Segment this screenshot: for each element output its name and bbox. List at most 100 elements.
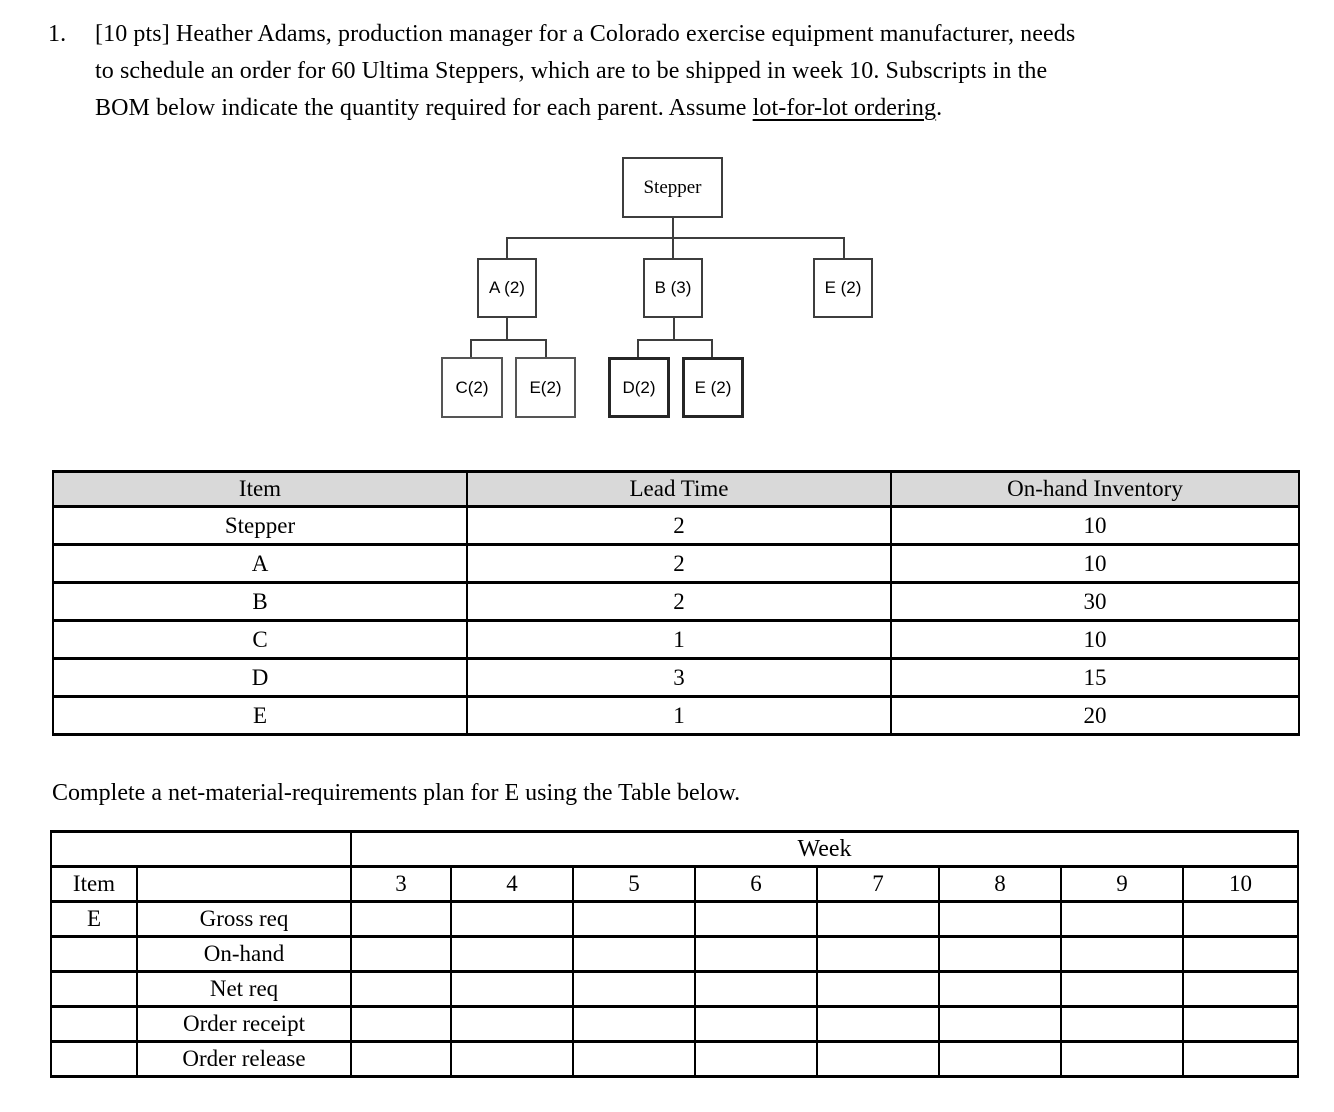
problem-statement: 1.[10 pts] Heather Adams, production man… (48, 16, 1308, 127)
on-hand-cell: 10 (890, 619, 1300, 660)
bom-connector (506, 237, 508, 258)
item-table-row: B 2 30 (52, 581, 1300, 622)
mrp-row-on-hand: On-hand (50, 935, 1300, 973)
on-hand-cell: 10 (890, 543, 1300, 584)
lead-time-cell: 3 (466, 657, 892, 698)
week-number-cell: 6 (694, 865, 818, 903)
bom-node-e-under-b: E (2) (682, 357, 744, 418)
mrp-row-gross-req: E Gross req (50, 900, 1300, 938)
mrp-input-cell (450, 1040, 574, 1078)
mrp-input-cell (694, 970, 818, 1008)
lead-time-cell: 1 (466, 695, 892, 736)
problem-line: to schedule an order for 60 Ultima Stepp… (95, 58, 1048, 84)
mrp-input-cell (350, 1040, 452, 1078)
item-table-header: Item (52, 470, 468, 508)
mrp-input-cell (1060, 1005, 1184, 1043)
lead-time-cell: 1 (466, 619, 892, 660)
mrp-input-cell (572, 1005, 696, 1043)
mrp-table: Week Item 3 4 5 6 7 8 9 10 E Gross req (50, 830, 1300, 1078)
week-number-cell: 7 (816, 865, 940, 903)
item-table-header: Lead Time (466, 470, 892, 508)
week-header-cell: Week (349, 830, 1300, 868)
item-header-cell: Item (50, 865, 138, 903)
bom-connector (637, 339, 713, 341)
item-table: Item Lead Time On-hand Inventory Stepper… (52, 470, 1300, 736)
lead-time-cell: 2 (466, 505, 892, 546)
mrp-input-cell (1181, 1005, 1300, 1043)
mrp-input-cell (450, 935, 574, 973)
mrp-input-cell (1181, 1040, 1300, 1078)
week-number-cell: 8 (938, 865, 1062, 903)
mrp-input-cell (572, 900, 696, 938)
bom-connector (672, 237, 674, 258)
mrp-input-cell (1181, 935, 1300, 973)
mrp-input-cell (694, 935, 818, 973)
blank-cell (136, 865, 352, 903)
problem-line: 1.[10 pts] Heather Adams, production man… (48, 16, 1308, 53)
item-table-header-row: Item Lead Time On-hand Inventory (52, 470, 1300, 508)
item-cell: B (52, 581, 468, 622)
item-table-row: E 1 20 (52, 695, 1300, 736)
bom-connector (506, 237, 845, 239)
mrp-input-cell (694, 900, 818, 938)
mrp-input-cell (350, 935, 452, 973)
week-number-cell: 10 (1181, 865, 1300, 903)
week-number-cell: 9 (1060, 865, 1184, 903)
bom-connector (711, 339, 713, 357)
instruction-text: Complete a net-material-requirements pla… (52, 780, 741, 806)
mrp-input-cell (938, 935, 1062, 973)
item-cell: A (52, 543, 468, 584)
mrp-row-order-receipt: Order receipt (50, 1005, 1300, 1043)
lead-time-cell: 2 (466, 581, 892, 622)
mrp-input-cell (572, 970, 696, 1008)
blank-cell (50, 1040, 138, 1078)
item-table-row: C 1 10 (52, 619, 1300, 660)
on-hand-cell: 10 (890, 505, 1300, 546)
mrp-input-cell (816, 935, 940, 973)
item-table-row: A 2 10 (52, 543, 1300, 584)
mrp-week-number-row: Item 3 4 5 6 7 8 9 10 (50, 865, 1300, 903)
bom-connector (506, 318, 508, 340)
item-table-row: Stepper 2 10 (52, 505, 1300, 546)
bom-connector (673, 318, 675, 340)
bom-connector (470, 339, 472, 357)
mrp-row-net-req: Net req (50, 970, 1300, 1008)
mrp-input-cell (816, 900, 940, 938)
row-label-cell: On-hand (136, 935, 352, 973)
mrp-input-cell (450, 900, 574, 938)
mrp-input-cell (572, 935, 696, 973)
mrp-input-cell (938, 1040, 1062, 1078)
mrp-input-cell (694, 1005, 818, 1043)
mrp-input-cell (938, 1005, 1062, 1043)
mrp-input-cell (1181, 970, 1300, 1008)
blank-cell (50, 1005, 138, 1043)
mrp-input-cell (816, 970, 940, 1008)
item-cell: E (52, 695, 468, 736)
problem-text: [10 pts] Heather Adams, production manag… (95, 21, 1076, 47)
on-hand-cell: 30 (890, 581, 1300, 622)
mrp-input-cell (350, 900, 452, 938)
row-label-cell: Order receipt (136, 1005, 352, 1043)
on-hand-cell: 15 (890, 657, 1300, 698)
mrp-corner-cell (50, 830, 352, 868)
problem-line: BOM below indicate the quantity required… (95, 90, 1308, 127)
bom-node-c: C(2) (441, 357, 503, 418)
problem-text: BOM below indicate the quantity required… (95, 95, 753, 121)
row-label-cell: Net req (136, 970, 352, 1008)
underlined-phrase: lot-for-lot ordering (752, 95, 937, 121)
bom-connector (545, 339, 547, 357)
mrp-input-cell (816, 1005, 940, 1043)
lead-time-cell: 2 (466, 543, 892, 584)
mrp-week-header-row: Week (50, 830, 1300, 868)
blank-cell (50, 935, 138, 973)
bom-node-b: B (3) (643, 258, 703, 318)
item-cell: Stepper (52, 505, 468, 546)
mrp-input-cell (1181, 900, 1300, 938)
mrp-input-cell (450, 1005, 574, 1043)
mrp-input-cell (694, 1040, 818, 1078)
mrp-input-cell (1060, 935, 1184, 973)
bom-connector (672, 217, 674, 238)
blank-cell (50, 970, 138, 1008)
bom-connector (843, 237, 845, 258)
